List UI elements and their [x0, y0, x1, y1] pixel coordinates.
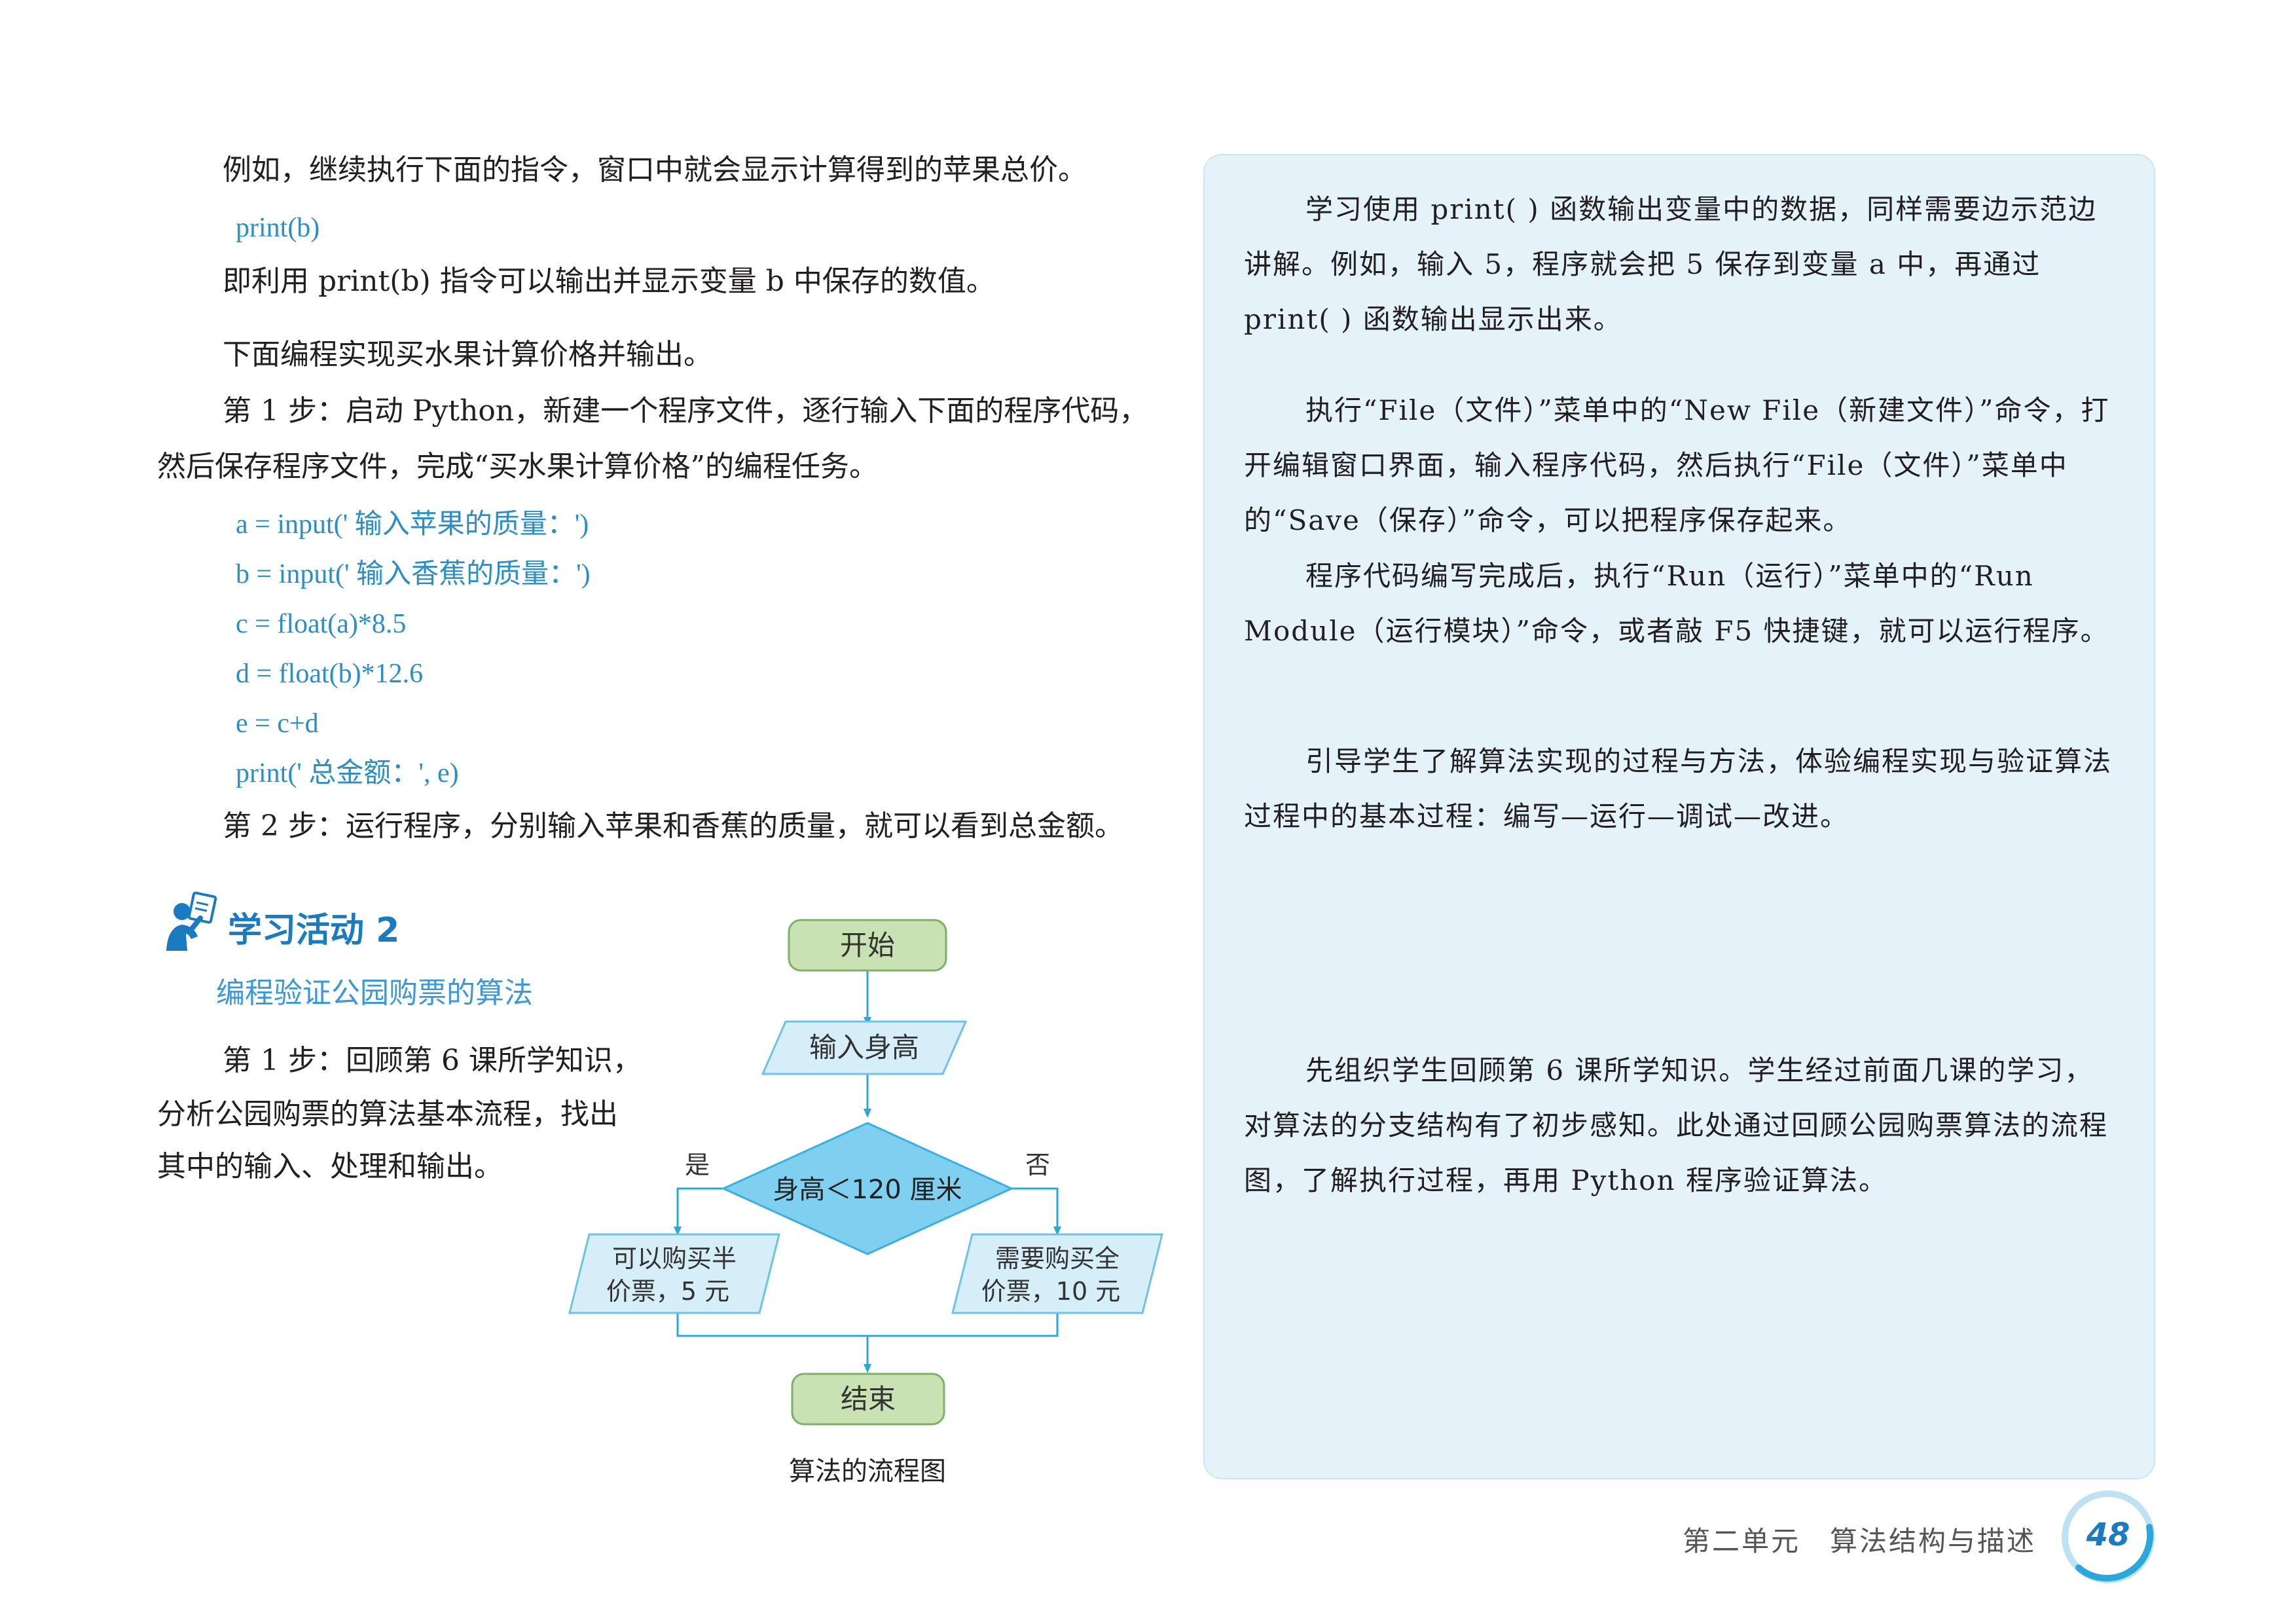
end-label: 结束	[841, 1383, 896, 1415]
page-number: 48	[2086, 1517, 2130, 1553]
teacher-note: 程序代码编写完成后，执行“Run（运行）”菜单中的“Run Module（运行模…	[1244, 560, 2109, 647]
full-price-node	[951, 1233, 1163, 1314]
yes-label: 是	[685, 1151, 710, 1179]
flowchart: 开始 输入身高 身高＜120 厘米 是 否 可以购买半 价票，5 元 需要购买全…	[568, 919, 1163, 1486]
activity-text: 分析公园购票的算法基本流程，找出	[157, 1098, 618, 1131]
code-line: c = float(a)*8.5	[236, 609, 407, 639]
paragraph: 例如，继续执行下面的指令，窗口中就会显示计算得到的苹果总价。	[223, 153, 1087, 187]
activity-text: 第 1 步：回顾第 6 课所学知识，	[223, 1044, 642, 1077]
paragraph: 即利用 print(b) 指令可以输出并显示变量 b 中保存的数值。	[223, 265, 995, 298]
start-label: 开始	[840, 929, 895, 961]
code-block: a = input(' 输入苹果的质量：') b = input(' 输入香蕉的…	[236, 506, 591, 805]
code-line: b = input(' 输入香蕉的质量：')	[236, 559, 591, 589]
code-line: d = float(b)*12.6	[236, 659, 424, 689]
student-icon	[157, 891, 223, 956]
activity-title: 学习活动 2	[228, 911, 400, 950]
decision-label: 身高＜120 厘米	[773, 1175, 962, 1205]
code-line: print(' 总金额：', e)	[236, 758, 459, 788]
teacher-notes-panel	[1203, 154, 2155, 1479]
full-price-line: 需要购买全	[995, 1244, 1120, 1273]
half-price-line: 可以购买半	[612, 1244, 737, 1273]
arrow-no-branch	[1011, 1187, 1061, 1236]
activity-text: 其中的输入、处理和输出。	[157, 1150, 503, 1183]
decision-node	[721, 1122, 1014, 1255]
no-label: 否	[1025, 1151, 1050, 1179]
teacher-note: 先组织学生回顾第 6 课所学知识。学生经过前面几课的学习，对算法的分支结构有了初…	[1244, 1054, 2109, 1196]
page-number-badge	[2059, 1488, 2157, 1586]
start-node	[788, 919, 947, 972]
half-price-line: 价票，5 元	[606, 1277, 729, 1306]
arrow-yes-branch	[674, 1187, 723, 1236]
paragraph: 下面编程实现买水果计算价格并输出。	[223, 338, 712, 371]
code-line: a = input(' 输入苹果的质量：')	[236, 509, 589, 540]
end-node	[791, 1373, 945, 1426]
flowchart-caption: 算法的流程图	[789, 1456, 946, 1486]
footer-unit-title: 第二单元 算法结构与描述	[1683, 1525, 2037, 1557]
teacher-note: 引导学生了解算法实现的过程与方法，体验编程实现与验证算法过程中的基本过程：编写—…	[1244, 745, 2113, 832]
step-text: 第 2 步：运行程序，分别输入苹果和香蕉的质量，就可以看到总金额。	[223, 809, 1123, 843]
step-text: 第 1 步：启动 Python，新建一个程序文件，逐行输入下面的程序代码，	[223, 394, 1148, 428]
flow-connectors	[674, 969, 1061, 1373]
input-label: 输入身高	[809, 1031, 919, 1063]
code-line: print(b)	[236, 213, 320, 243]
code-line: e = c+d	[236, 709, 319, 739]
teacher-note: 学习使用 print( ) 函数输出变量中的数据，同样需要边示范边讲解。例如，输…	[1244, 193, 2098, 335]
half-price-node	[568, 1233, 780, 1314]
step-text: 然后保存程序文件，完成“买水果计算价格”的编程任务。	[157, 450, 878, 483]
input-node	[761, 1020, 968, 1075]
teacher-note: 执行“File（文件）”菜单中的“New File（新建文件）”命令，打开编辑窗…	[1244, 394, 2110, 536]
activity-subtitle: 编程验证公园购票的算法	[216, 976, 533, 1010]
full-price-line: 价票，10 元	[981, 1277, 1120, 1306]
